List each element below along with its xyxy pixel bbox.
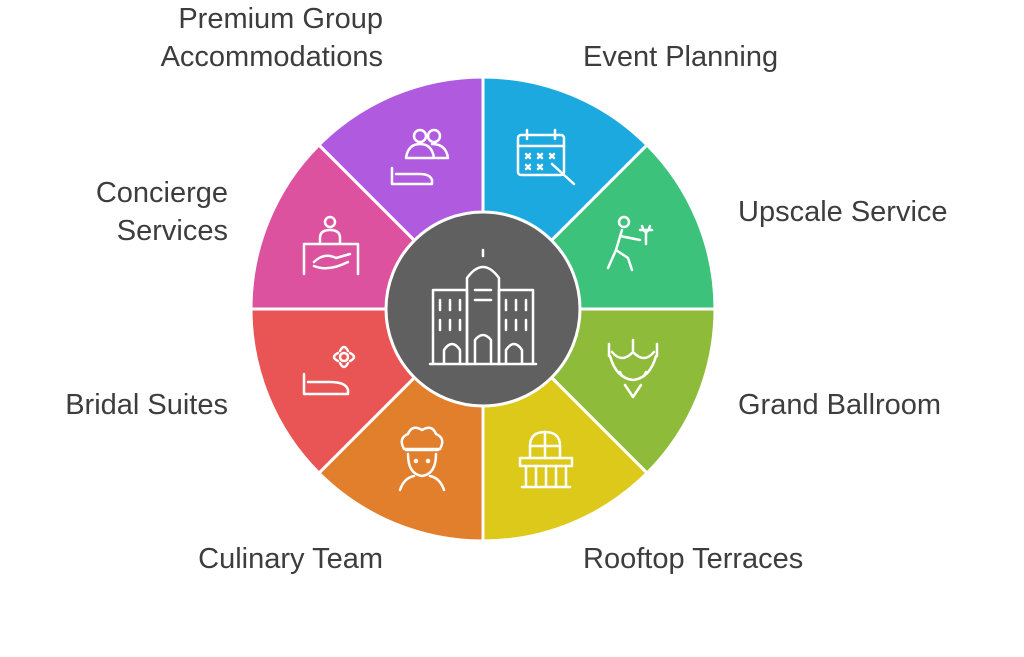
chef-icon [398,426,446,492]
label-concierge-line1: Concierge [95,177,228,209]
label-premium-group: Premium Group Accommodations [161,0,383,76]
label-concierge-line2: Services [116,215,228,247]
center-hub [384,210,582,408]
label-premium-line2: Accommodations [160,41,383,73]
label-event-planning: Event Planning [583,41,779,73]
group-bed-icon [390,128,450,186]
waiter-serving-icon [606,215,654,272]
label-culinary-team: Culinary Team [198,543,383,575]
chandelier-icon [607,338,659,399]
label-premium-line1: Premium Group [178,3,383,35]
label-upscale-service: Upscale Service [738,196,948,228]
concierge-desk-icon [302,215,360,276]
label-grand-ballroom: Grand Ballroom [738,389,942,421]
bed-flower-icon [302,345,356,396]
label-rooftop-terraces: Rooftop Terraces [583,543,804,575]
label-concierge-services: Concierge Services [96,174,228,250]
hotel-building-icon [428,248,538,366]
balcony-icon [518,430,574,489]
calendar-edit-icon [516,128,576,186]
label-bridal-suites: Bridal Suites [65,389,228,421]
